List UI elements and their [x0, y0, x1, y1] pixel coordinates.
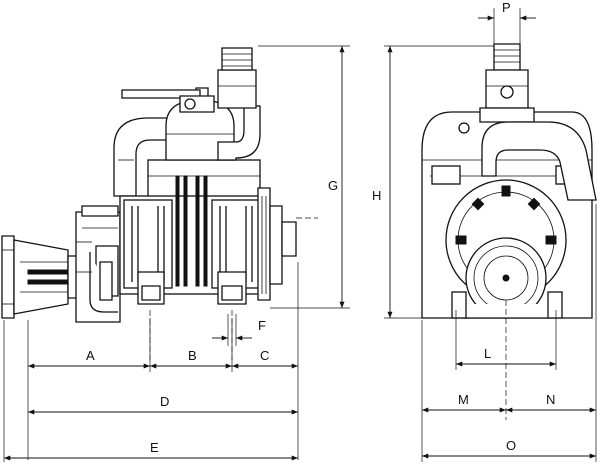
dim-label-g: G: [328, 178, 338, 193]
front-foot-right: [547, 291, 563, 319]
dim-label-c: C: [260, 348, 269, 363]
dim-label-n: N: [546, 392, 555, 407]
dim-label-l: L: [484, 346, 491, 361]
dim-label-p: P: [502, 0, 511, 15]
dim-label-m: M: [458, 392, 469, 407]
front-pipe: [458, 121, 597, 201]
outlet-pipe: [217, 47, 261, 161]
dim-label-f: F: [258, 318, 266, 333]
valve-handle: [121, 89, 215, 113]
front-outlet: [479, 43, 535, 123]
dim-label-e: E: [150, 440, 159, 455]
dim-label-d: D: [160, 394, 169, 409]
drive-coupling: [1, 235, 81, 319]
dim-label-o: O: [506, 438, 516, 453]
front-view-dimensions: H P L M N O: [372, 0, 597, 462]
gearbox-housing: [75, 205, 121, 323]
front-view: [421, 43, 597, 420]
side-view: [1, 47, 318, 360]
pump-body: [119, 159, 297, 305]
dim-label-a: A: [86, 348, 95, 363]
air-chamber: [165, 87, 235, 161]
side-view-dimensions: A B C D E F G: [3, 45, 350, 462]
front-foot-left: [451, 291, 467, 319]
dim-label-b: B: [188, 348, 197, 363]
dim-label-h: H: [372, 188, 381, 203]
